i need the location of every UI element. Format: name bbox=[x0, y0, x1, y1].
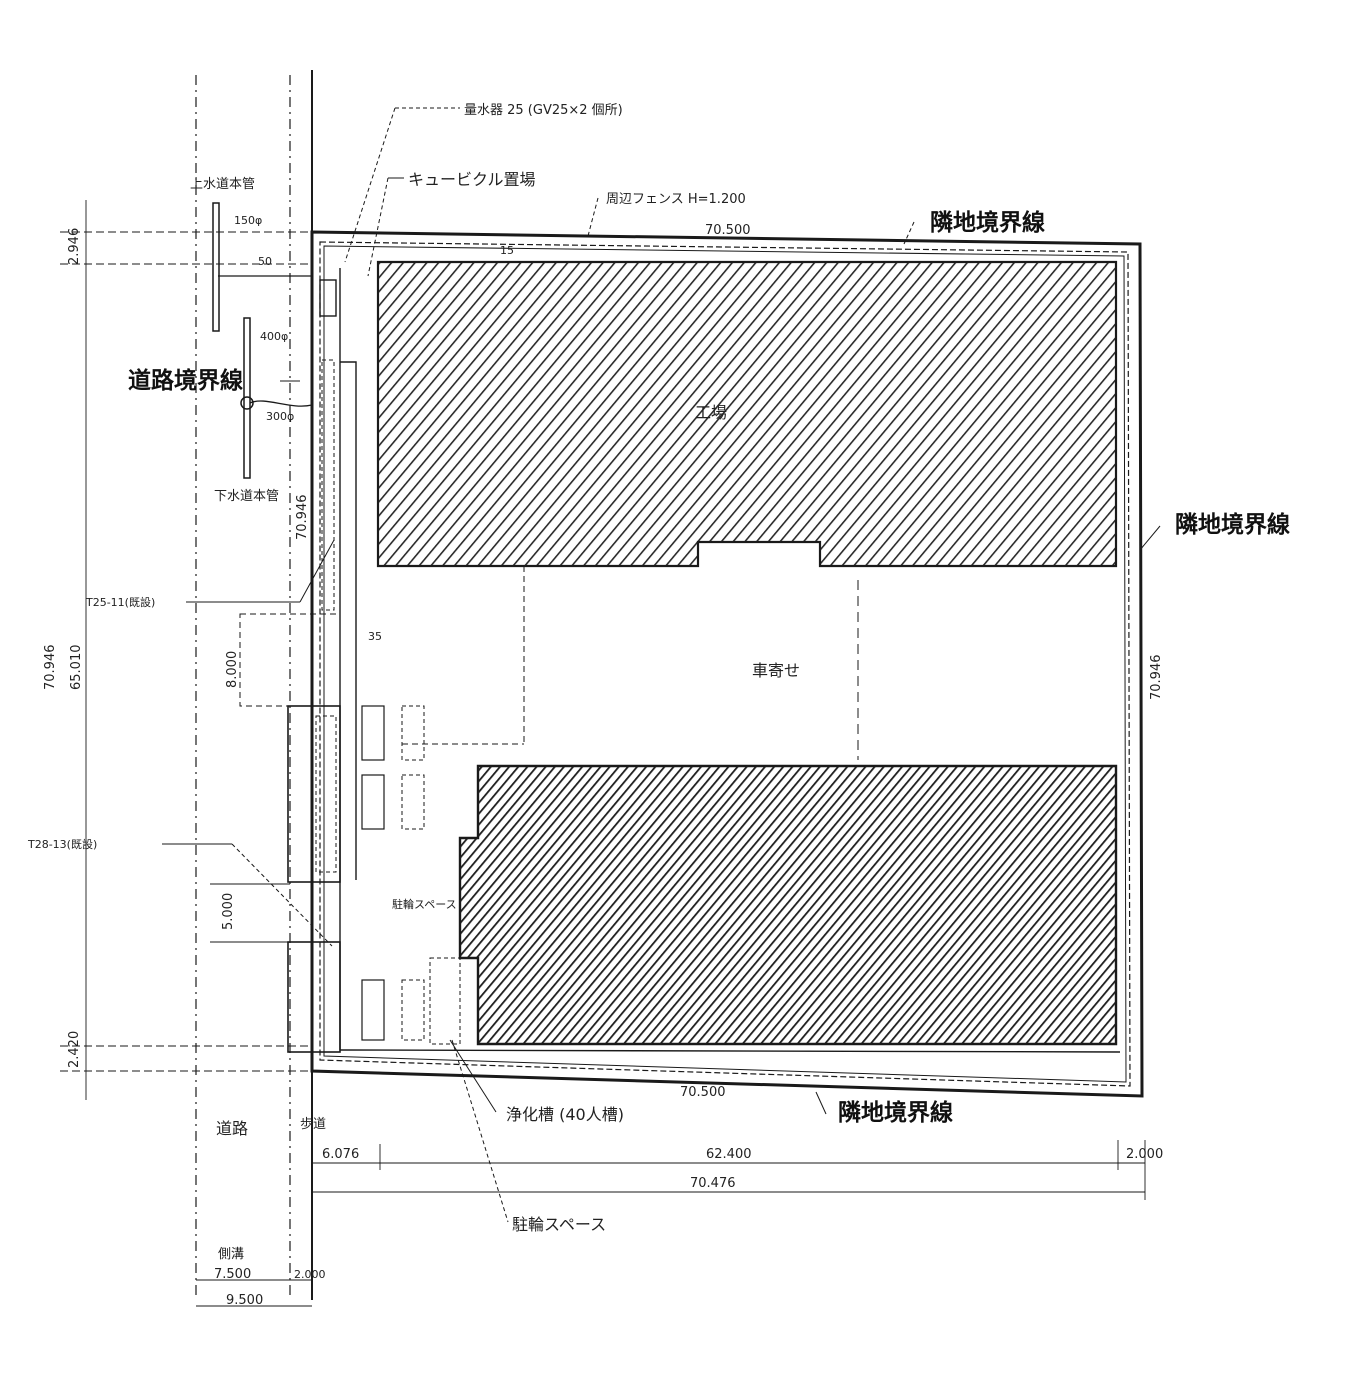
dim-total-9: 9.500 bbox=[226, 1293, 263, 1308]
adjacent-boundary-top-label: 隣地境界線 bbox=[930, 209, 1045, 236]
building-top: 工場 bbox=[376, 260, 1118, 568]
water-main-pipe bbox=[212, 202, 220, 332]
parking-stall bbox=[401, 774, 425, 830]
ditch-label: 側溝 bbox=[218, 1247, 244, 1262]
bicycle-space-label: 駐輪スペース bbox=[392, 897, 457, 911]
sidewalk-label: 歩道 bbox=[300, 1117, 326, 1132]
dim-left-outer: 70.946 bbox=[43, 645, 58, 691]
pipe-dia-50: 50 bbox=[258, 255, 272, 268]
water-meter-label: 量水器 25 (GV25×2 個所) bbox=[464, 103, 623, 118]
dim-left-top-small: 2.946 bbox=[67, 228, 82, 265]
dim-left-inner: 65.010 bbox=[69, 645, 84, 691]
t25-label: T25-11(既設) bbox=[85, 595, 155, 609]
dim-left-length: 70.946 bbox=[295, 495, 310, 541]
dim-gate-width: 8.000 bbox=[225, 651, 240, 688]
dim-bottom-6: 6.076 bbox=[322, 1147, 359, 1162]
adjacent-boundary-right-label: 隣地境界線 bbox=[1175, 511, 1290, 538]
septic-label: 浄化槽 (40人槽) bbox=[506, 1105, 624, 1124]
adjacent-boundary-bottom-label: 隣地境界線 bbox=[838, 1099, 953, 1126]
road-boundary-label: 道路境界線 bbox=[128, 367, 243, 394]
dim-bottom-2: 2.000 bbox=[1126, 1147, 1163, 1162]
dim-left-bottom-small: 2.420 bbox=[67, 1031, 82, 1068]
cubicle-label: キュービクル置場 bbox=[408, 170, 536, 189]
manhole-icon bbox=[240, 396, 254, 410]
dim-bottom-62: 62.400 bbox=[706, 1147, 752, 1162]
spot-elevation-b: 15 bbox=[500, 244, 514, 257]
annotations: 量水器 25 (GV25×2 個所) キュービクル置場 周辺フェンス H=1.2… bbox=[27, 103, 1290, 1262]
parking-stall bbox=[401, 705, 425, 761]
cubicle-box bbox=[319, 279, 337, 317]
dim-right-length: 70.946 bbox=[1149, 655, 1164, 701]
spot-elevation-a: 35 bbox=[368, 630, 382, 643]
fence-label: 周辺フェンス H=1.200 bbox=[606, 192, 746, 207]
dim-bottom-length: 70.500 bbox=[680, 1085, 726, 1100]
building-label: 工場 bbox=[695, 403, 727, 422]
parking-stall bbox=[361, 774, 385, 830]
pipe-dia-300: 300φ bbox=[266, 410, 294, 423]
water-main-label: 上水道本管 bbox=[190, 177, 255, 192]
road-label: 道路 bbox=[216, 1119, 248, 1138]
road-area bbox=[195, 70, 313, 1300]
parking-stall bbox=[401, 979, 425, 1041]
pipe-dia-400: 400φ bbox=[260, 330, 288, 343]
t28-label: T28-13(既設) bbox=[27, 837, 97, 851]
dimensions: 70.500 70.500 70.946 70.946 2.946 70.946… bbox=[43, 200, 1164, 1308]
sewer-main-label: 下水道本管 bbox=[214, 489, 279, 504]
courtyard-label: 車寄せ bbox=[752, 661, 800, 680]
dim-top-length: 70.500 bbox=[705, 223, 751, 238]
dim-side-width: 2.000 bbox=[294, 1268, 326, 1281]
parking-space-label: 駐輪スペース bbox=[512, 1215, 606, 1234]
dim-road-width: 7.500 bbox=[214, 1267, 251, 1282]
courtyard: 車寄せ bbox=[402, 566, 859, 760]
septic-tank bbox=[429, 957, 461, 1045]
building-bottom bbox=[458, 764, 1118, 1046]
dim-gate2-width: 5.000 bbox=[221, 893, 236, 930]
parking-stall bbox=[361, 705, 385, 761]
left-strip: 駐輪スペース bbox=[239, 279, 461, 1053]
dim-bottom-total: 70.476 bbox=[690, 1176, 736, 1191]
parking-stall bbox=[361, 979, 385, 1041]
pipe-dia-150: 150φ bbox=[234, 214, 262, 227]
